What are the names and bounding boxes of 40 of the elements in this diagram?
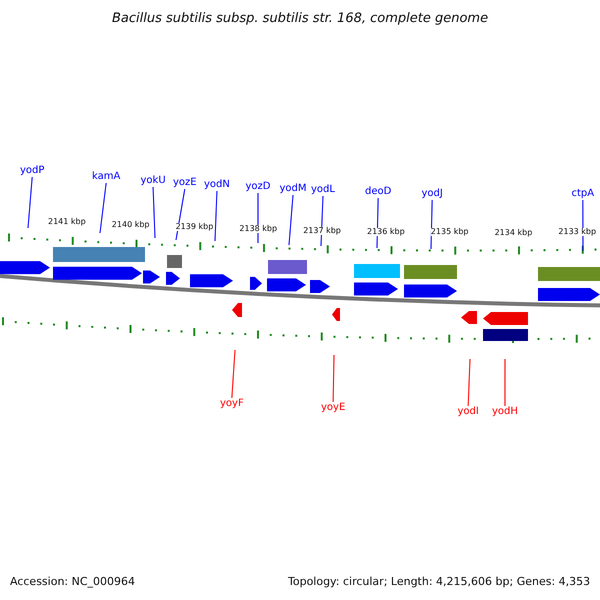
- leader-line: [468, 358, 470, 406]
- leader-line: [582, 200, 584, 252]
- gene-label: yodM: [280, 184, 307, 194]
- leader-line: [288, 194, 294, 246]
- leader-line: [152, 186, 156, 238]
- leader-line: [332, 354, 334, 402]
- leader-line: [176, 188, 186, 240]
- leader-line: [231, 350, 236, 398]
- gene-label: yodL: [311, 185, 335, 195]
- leader-line: [100, 182, 107, 234]
- gene-label: yodN: [204, 180, 230, 190]
- scale-label: 2137 kbp: [303, 226, 341, 235]
- scale-label: 2134 kbp: [494, 228, 532, 237]
- gene-label: yodP: [20, 166, 44, 176]
- gene-label: yodH: [492, 407, 518, 417]
- scale-label: 2140 kbp: [112, 220, 150, 229]
- scale-label: 2133 kbp: [558, 228, 596, 236]
- genome-summary-text: Topology: circular; Length: 4,215,606 bp; Genes: 4,353: [288, 576, 590, 587]
- scale-label: 2139 kbp: [176, 223, 214, 232]
- leader-line: [504, 358, 506, 406]
- genome-title: Bacillus subtilis subsp. subtilis str. 168, complete genome: [112, 12, 488, 25]
- gene-label: yozE: [173, 178, 197, 188]
- gene-label: yozD: [246, 182, 270, 192]
- leader-line: [320, 196, 324, 246]
- gene-label: ctpA: [572, 189, 594, 199]
- accession-text: Accession: NC_000964: [10, 576, 136, 587]
- gene-label: kamA: [92, 172, 120, 182]
- scale-label: 2141 kbp: [48, 218, 86, 226]
- scale-label: 2135 kbp: [430, 228, 468, 236]
- leader-line: [28, 176, 33, 228]
- scale-label: 2136 kbp: [367, 228, 405, 236]
- scale-label: 2138 kbp: [239, 225, 278, 234]
- gene-label: yokU: [140, 176, 166, 186]
- leader-line: [376, 198, 379, 248]
- gene-label: yoyE: [321, 403, 346, 413]
- gene-label: yodI: [458, 407, 479, 417]
- gene-label: yodJ: [422, 189, 443, 199]
- gene-label: yoyF: [220, 399, 244, 409]
- leader-line: [214, 190, 218, 242]
- gene-label: deoD: [365, 187, 392, 197]
